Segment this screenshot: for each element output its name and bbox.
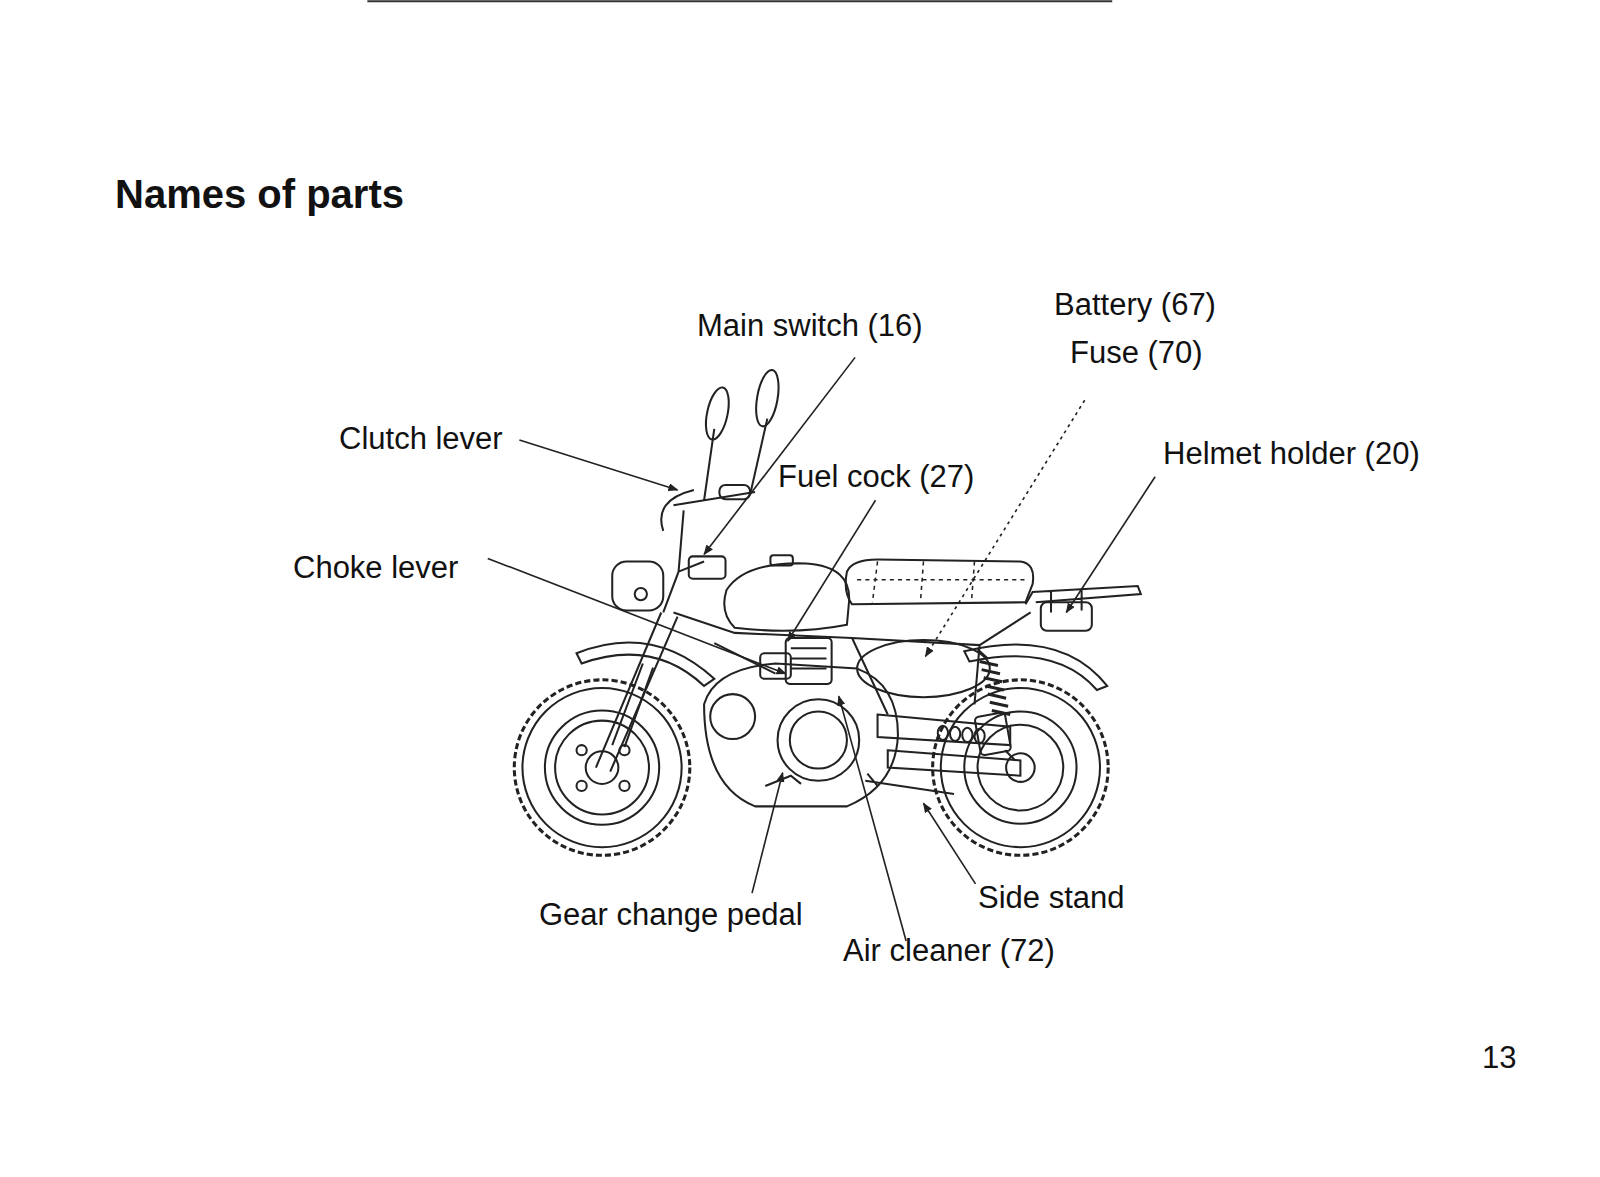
- part-label: Gear change pedal: [539, 897, 803, 933]
- page-rule: [367, 1, 1112, 2]
- motorcycle-part: [786, 638, 832, 684]
- motorcycle-part: [577, 745, 587, 755]
- motorcycle-part: [661, 490, 694, 531]
- motorcycle-part: [974, 712, 1011, 756]
- motorcycle-part: [857, 640, 990, 697]
- motorcycle-part: [612, 561, 663, 610]
- leader-lines-part: [788, 500, 876, 641]
- motorcycle-part: [791, 648, 827, 668]
- part-label: Fuel cock (27): [778, 459, 974, 495]
- motorcycle-part: [752, 368, 782, 428]
- motorcycle-part: [962, 728, 972, 742]
- motorcycle-part: [770, 555, 792, 565]
- motorcycle-part: [878, 715, 1011, 746]
- motorcycle-part: [702, 385, 733, 441]
- page-rule-part: [367, 0, 1112, 2]
- leader-lines-part: [926, 400, 1085, 656]
- motorcycle-part: [545, 710, 659, 824]
- motorcycle-part: [577, 781, 587, 791]
- page-number: 13: [1482, 1040, 1516, 1076]
- leader-lines-part: [1066, 477, 1155, 613]
- part-label: Choke lever: [293, 550, 458, 586]
- leader-lines: [488, 357, 1155, 941]
- leader-lines-part: [519, 440, 677, 490]
- motorcycle-part: [719, 485, 750, 499]
- motorcycle-part: [865, 774, 954, 794]
- motorcycle-part: [522, 688, 681, 847]
- motorcycle-part: [619, 781, 629, 791]
- motorcycle-part: [938, 726, 948, 740]
- leader-lines-part: [752, 773, 783, 893]
- motorcycle-part: [1041, 602, 1092, 631]
- part-label: Clutch lever: [339, 421, 503, 457]
- motorcycle-part: [514, 680, 690, 856]
- part-label: Side stand: [978, 880, 1125, 916]
- leader-lines-part: [923, 803, 975, 884]
- motorcycle-part: [704, 419, 767, 501]
- motorcycle-part: [950, 727, 960, 741]
- motorcycle-part: [1026, 586, 1141, 613]
- motorcycle-part: [980, 661, 1011, 714]
- motorcycle-part: [673, 612, 1030, 714]
- motorcycle-part: [888, 750, 1021, 776]
- part-label: Air cleaner (72): [843, 933, 1055, 969]
- page-title: Names of parts: [115, 171, 404, 217]
- motorcycle-part: [765, 776, 801, 786]
- motorcycle-part: [612, 664, 653, 748]
- motorcycle-part: [790, 711, 847, 768]
- leader-lines-part: [488, 558, 786, 673]
- motorcycle-part: [596, 612, 678, 771]
- motorcycle-part: [964, 645, 1107, 691]
- motorcycle-part: [635, 588, 647, 600]
- part-label: Battery (67): [1054, 287, 1216, 323]
- motorcycle-part: [663, 492, 755, 612]
- leader-lines-part: [704, 357, 855, 554]
- motorcycle-part: [857, 561, 1028, 602]
- motorcycle-part: [689, 556, 726, 578]
- leader-lines-part: [839, 696, 906, 941]
- motorcycle-part: [710, 694, 755, 739]
- part-label: Fuse (70): [1070, 335, 1203, 371]
- motorcycle-part: [778, 699, 860, 781]
- part-label: Helmet holder (20): [1163, 436, 1420, 472]
- motorcycle: [514, 368, 1141, 855]
- motorcycle-part: [586, 751, 619, 784]
- motorcycle-part: [846, 559, 1033, 604]
- part-label: Main switch (16): [697, 308, 923, 344]
- motorcycle-part: [555, 721, 649, 815]
